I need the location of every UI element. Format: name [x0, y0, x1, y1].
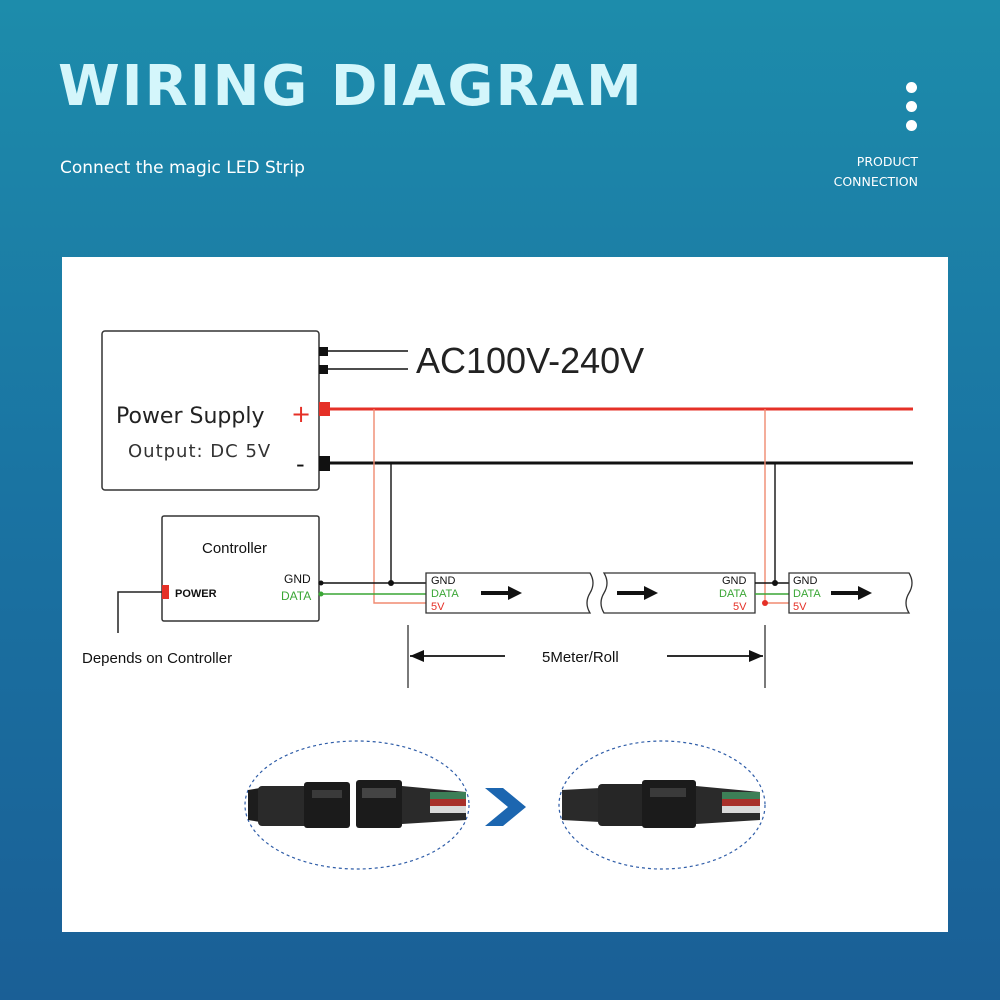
positive-terminal [319, 402, 330, 416]
strip1-direction-arrow [481, 586, 522, 600]
controller-power-port [162, 585, 169, 599]
strip1-gnd-label: GND [431, 575, 456, 587]
more-icon [906, 82, 920, 139]
power-supply-label: Power Supply [116, 404, 264, 429]
gnd-junction-2 [388, 580, 394, 586]
strip2-gnd-label: GND [722, 575, 747, 587]
controller-note: Depends on Controller [82, 650, 232, 667]
controller-title: Controller [202, 540, 267, 557]
page-title: WIRING DIAGRAM [58, 54, 644, 119]
gnd-junction-1 [318, 580, 324, 586]
positive-tap-2 [764, 409, 789, 604]
controller-power-cable [117, 591, 162, 633]
dimension-arrow-right [667, 650, 763, 662]
positive-terminal-label: + [291, 400, 311, 428]
strip1-5v-label: 5V [431, 601, 445, 613]
led-strip-segment-2 [600, 572, 756, 614]
section-tag-line2: CONNECTION [833, 174, 918, 189]
connector-plugged-illustration [558, 740, 766, 870]
connector-unplugged-illustration [244, 740, 470, 870]
strip-link-5v-junction [762, 600, 768, 606]
strip2-5v-label: 5V [733, 601, 747, 613]
controller-box [161, 515, 320, 622]
strip3-5v-label: 5V [793, 601, 807, 613]
strip2-direction-arrow [617, 586, 658, 600]
page-subtitle: Connect the magic LED Strip [60, 158, 305, 178]
section-tag-line1: PRODUCT [856, 154, 918, 169]
ac-voltage-label: AC100V-240V [416, 340, 644, 381]
power-supply-output: Output: DC 5V [128, 441, 271, 462]
strip1-data-label: DATA [431, 588, 459, 600]
strip3-gnd-label: GND [793, 575, 818, 587]
strip3-direction-arrow [831, 586, 872, 600]
ac-terminal-1 [319, 347, 328, 356]
controller-power-label: POWER [175, 588, 217, 600]
positive-tap-1 [373, 409, 426, 604]
strip-link-gnd-junction [772, 580, 778, 586]
negative-terminal [319, 456, 330, 471]
strip2-data-label: DATA [719, 588, 747, 600]
controller-gnd-label: GND [284, 572, 311, 586]
chevron-right-icon [485, 788, 526, 826]
ac-terminal-2 [319, 365, 328, 374]
section-tag: PRODUCT CONNECTION [834, 152, 918, 192]
negative-terminal-label: - [296, 450, 305, 478]
dimension-arrow-left [410, 650, 505, 662]
controller-data-label: DATA [281, 589, 311, 603]
strip3-data-label: DATA [793, 588, 821, 600]
roll-length-label: 5Meter/Roll [542, 649, 619, 666]
data-junction [318, 591, 324, 597]
